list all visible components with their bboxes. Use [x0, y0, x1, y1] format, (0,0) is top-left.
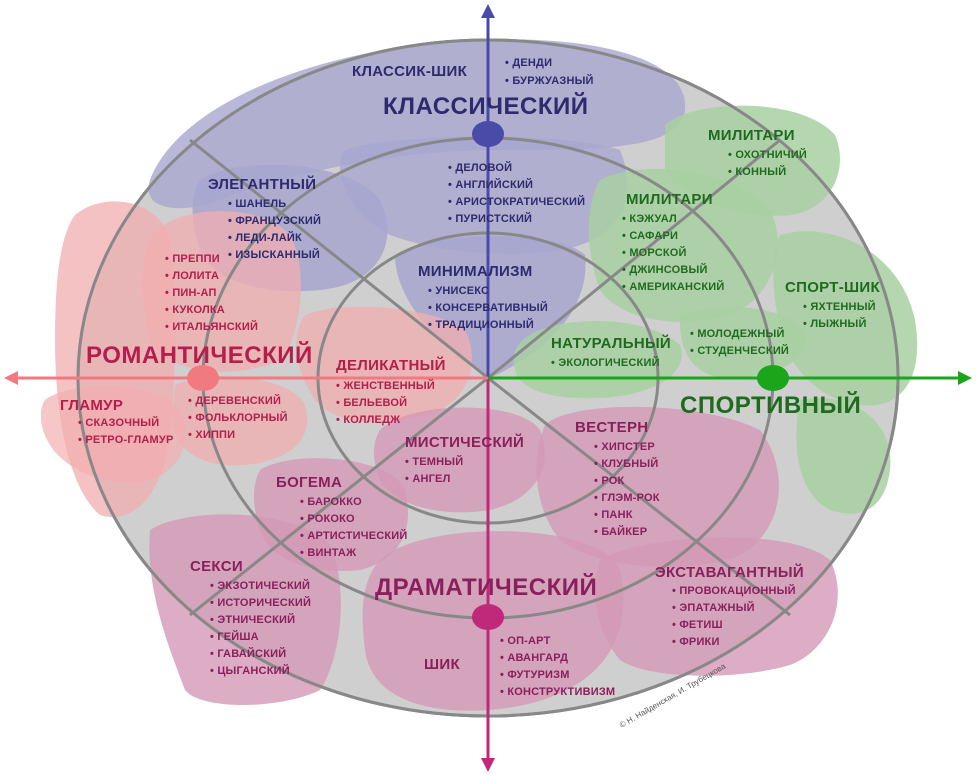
- group-elegant-title: ЭЛЕГАНТНЫЙ: [208, 176, 317, 193]
- style-item: КОННЫЙ: [728, 167, 786, 178]
- style-item: РОК: [594, 476, 624, 487]
- point-sport: [757, 365, 789, 391]
- group-sport-chic-title: СПОРТ-ШИК: [785, 279, 880, 296]
- style-item: ЯХТЕННЫЙ: [803, 302, 876, 313]
- style-item: ЭКЗОТИЧЕСКИЙ: [210, 581, 310, 592]
- style-item: ЦЫГАНСКИЙ: [210, 666, 290, 677]
- style-item: МОЛОДЕЖНЫЙ: [690, 329, 785, 340]
- style-item: РОКОКО: [300, 514, 355, 525]
- style-item: ОХОТНИЧИЙ: [728, 150, 807, 161]
- blob-sport-side: [796, 398, 891, 514]
- group-glamour-title: ГЛАМУР: [60, 397, 124, 414]
- style-item: ХИППИ: [188, 430, 235, 441]
- point-romantic: [187, 365, 219, 391]
- group-mystic-title: МИСТИЧЕСКИЙ: [405, 434, 525, 451]
- style-item: ГАВАЙСКИЙ: [210, 649, 286, 660]
- group-military-inner-title: МИЛИТАРИ: [626, 191, 713, 208]
- style-item: ИСТОРИЧЕСКИЙ: [210, 598, 311, 609]
- style-item: ФРИКИ: [672, 637, 720, 648]
- style-item: ЛЕДИ-ЛАЙК: [228, 233, 302, 244]
- group-minimalism-title: МИНИМАЛИЗМ: [418, 263, 533, 280]
- style-item: ФЕТИШ: [672, 620, 723, 631]
- style-item: ПИН-АП: [165, 288, 217, 299]
- style-item: ДЕЛОВОЙ: [448, 163, 512, 174]
- style-item: ЛОЛИТА: [165, 271, 219, 282]
- style-item: РЕТРО-ГЛАМУР: [78, 435, 173, 446]
- point-dramatic: [472, 604, 504, 630]
- style-item: КОЛЛЕДЖ: [336, 415, 400, 426]
- style-item: ИЗЫСКАННЫЙ: [228, 250, 320, 261]
- group-natural-title: НАТУРАЛЬНЫЙ: [551, 335, 672, 352]
- style-title-romantic: РОМАНТИЧЕСКИЙ: [86, 342, 313, 369]
- style-item: ИТАЛЬЯНСКИЙ: [165, 322, 258, 333]
- style-item: БАРОККО: [300, 497, 362, 508]
- style-item: ТРАДИЦИОННЫЙ: [428, 320, 534, 331]
- style-item: МОРСКОЙ: [622, 248, 687, 259]
- style-item: ДЕРЕВЕНСКИЙ: [188, 396, 281, 407]
- style-item: ПУРИСТСКИЙ: [448, 214, 532, 225]
- style-item: АРИСТОКРАТИЧЕСКИЙ: [448, 197, 585, 208]
- style-item: ПРОВОКАЦИОННЫЙ: [672, 586, 796, 597]
- style-item: ФУТУРИЗМ: [500, 670, 570, 681]
- style-item: ЛЫЖНЫЙ: [803, 319, 867, 330]
- group-chic-title: ШИК: [424, 656, 460, 673]
- group-classic-chic-title: КЛАССИК-ШИК: [352, 63, 468, 80]
- style-item: ЖЕНСТВЕННЫЙ: [336, 381, 435, 392]
- style-item: ХИПСТЕР: [594, 442, 655, 453]
- style-item: АНГЕЛ: [405, 474, 451, 485]
- style-item: АВАНГАРД: [500, 653, 568, 664]
- style-item: ОП-АРТ: [500, 636, 551, 647]
- group-bohemia-title: БОГЕМА: [276, 474, 343, 491]
- blob-sexy: [149, 514, 341, 705]
- style-item: ГЕЙША: [210, 632, 259, 643]
- style-item: КЭЖУАЛ: [622, 214, 677, 225]
- group-military-outer-title: МИЛИТАРИ: [708, 127, 795, 144]
- style-item: ПРЕППИ: [165, 254, 220, 265]
- style-title-classic: КЛАССИЧЕСКИЙ: [383, 93, 589, 120]
- style-item: СКАЗОЧНЫЙ: [78, 418, 159, 429]
- style-item: ФОЛЬКЛОРНЫЙ: [188, 413, 288, 424]
- style-item: СТУДЕНЧЕСКИЙ: [690, 346, 789, 357]
- style-item: БУРЖУАЗНЫЙ: [505, 76, 594, 87]
- group-western-title: ВЕСТЕРН: [575, 419, 649, 436]
- style-item: КОНСЕРВАТИВНЫЙ: [428, 303, 548, 314]
- blob-youth: [679, 306, 806, 379]
- style-item: ПАНК: [594, 510, 633, 521]
- style-item: АНГЛИЙСКИЙ: [448, 180, 533, 191]
- style-item: ДЕНДИ: [505, 58, 552, 69]
- style-item: ЭТНИЧЕСКИЙ: [210, 615, 295, 626]
- style-title-dramatic: ДРАМАТИЧЕСКИЙ: [375, 574, 598, 601]
- arrow-right-icon: [958, 371, 972, 385]
- style-item: БАЙКЕР: [594, 527, 647, 538]
- style-item: АМЕРИКАНСКИЙ: [622, 282, 724, 293]
- arrow-up-icon: [481, 4, 495, 18]
- divider-nw: [189, 138, 489, 380]
- style-item: БЕЛЬЕВОЙ: [336, 398, 407, 409]
- blob-delicate: [296, 306, 472, 423]
- style-item: САФАРИ: [622, 231, 678, 242]
- style-item: ФРАНЦУЗСКИЙ: [228, 216, 321, 227]
- style-item: ГЛЭМ-РОК: [594, 493, 660, 504]
- style-item: КУКОЛКА: [165, 305, 225, 316]
- style-item: АРТИСТИЧЕСКИЙ: [300, 531, 408, 542]
- group-sexy-title: СЕКСИ: [190, 558, 243, 575]
- style-item: ТЕМНЫЙ: [405, 457, 463, 468]
- style-item: КЛУБНЫЙ: [594, 459, 659, 470]
- style-item: ЭПАТАЖНЫЙ: [672, 603, 755, 614]
- style-item: ВИНТАЖ: [300, 548, 356, 559]
- group-extravagant-title: ЭКСТАВАГАНТНЫЙ: [655, 564, 804, 581]
- style-title-sport: СПОРТИВНЫЙ: [680, 392, 862, 419]
- style-item: ЭКОЛОГИЧЕСКИЙ: [551, 358, 660, 369]
- divider-ne: [487, 138, 781, 380]
- group-delicate-title: ДЕЛИКАТНЫЙ: [336, 357, 446, 374]
- arrow-down-icon: [481, 758, 495, 772]
- arrow-left-icon: [4, 371, 18, 385]
- style-item: ДЖИНСОВЫЙ: [622, 265, 708, 276]
- style-item: УНИСЕКС: [428, 286, 489, 297]
- style-item: КОНСТРУКТИВИЗМ: [500, 687, 615, 698]
- point-classic: [472, 121, 504, 147]
- style-item: ШАНЕЛЬ: [228, 199, 286, 210]
